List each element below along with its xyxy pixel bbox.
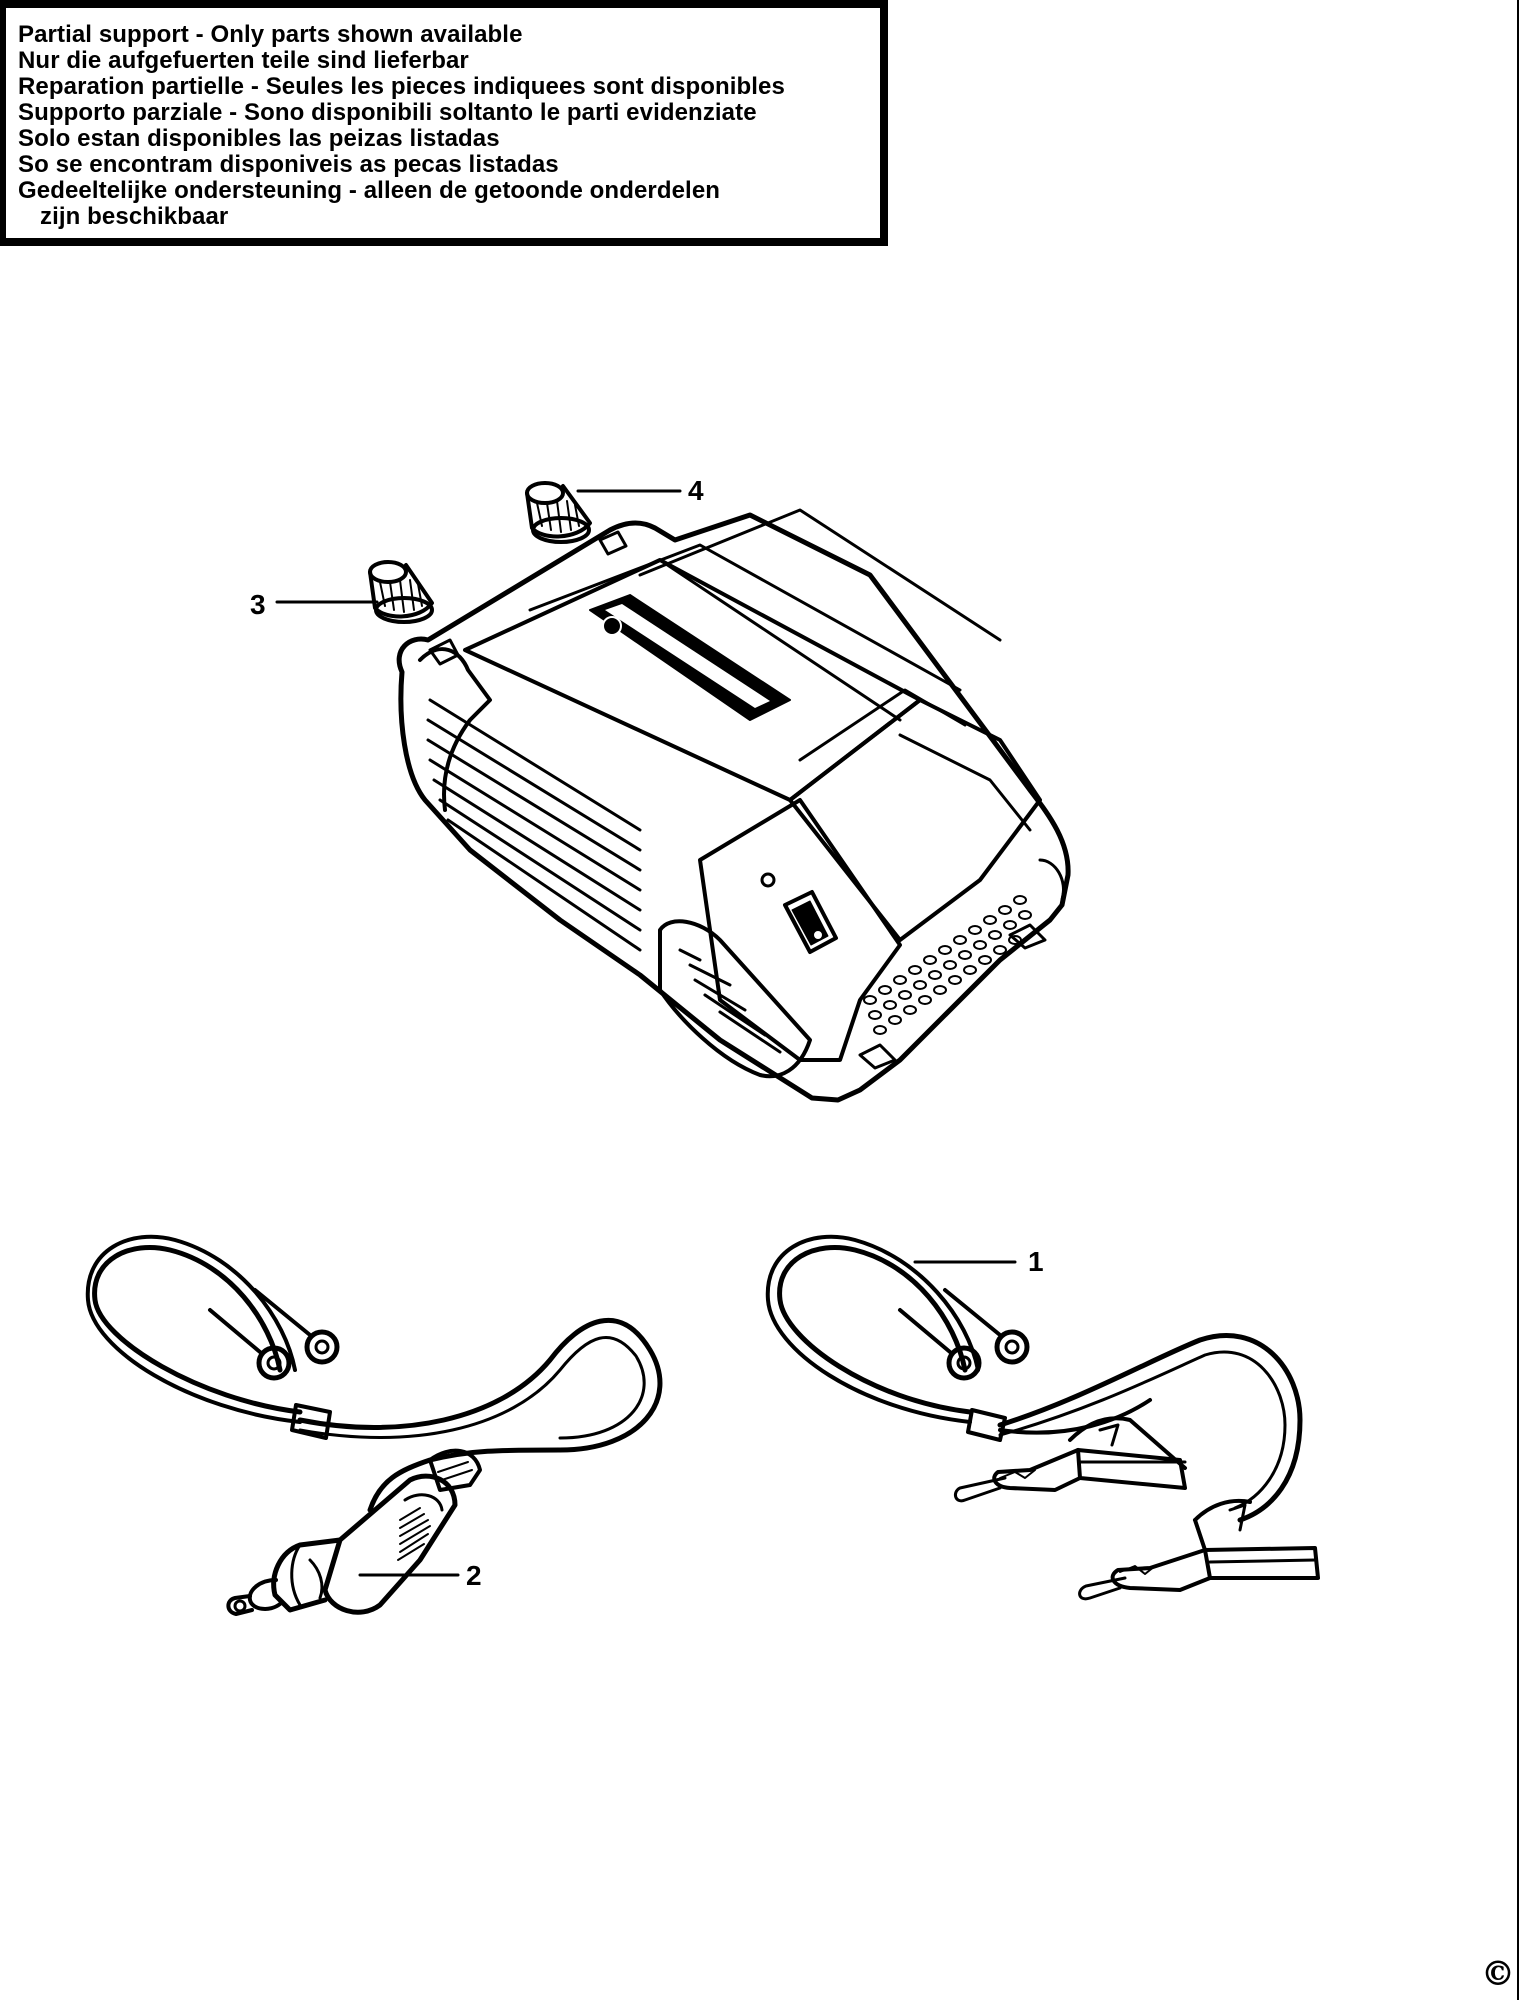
terminal-knob-part-3: [368, 560, 434, 624]
callout-number-3: 3: [250, 589, 266, 620]
notice-line-pt: So se encontram disponiveis as pecas lis…: [18, 151, 559, 178]
notice-line-nl: Gedeeltelijke ondersteuning - alleen de …: [18, 177, 721, 204]
lighter-plug-cable-part-2: [85, 1234, 663, 1616]
page-edge-line: [1517, 0, 1519, 2000]
notice-line-it: Supporto parziale - Sono disponibili sol…: [18, 99, 757, 126]
notice-line-fr: Reparation partielle - Seules les pieces…: [18, 73, 785, 100]
copyright-symbol: ©: [1481, 1954, 1515, 1994]
notice-line-en: Partial support - Only parts shown avail…: [18, 21, 523, 48]
power-inverter-body: [396, 508, 1071, 1103]
callout-number-1: 1: [1028, 1246, 1044, 1277]
notice-line-de: Nur die aufgefuerten teile sind lieferba…: [18, 47, 469, 74]
callout-number-2: 2: [466, 1560, 482, 1591]
notice-line-nl-cont: zijn beschikbaar: [40, 203, 229, 230]
terminal-knob-part-4: [525, 481, 592, 544]
callout-number-4: 4: [688, 475, 704, 506]
partial-support-notice: Partial support - Only parts shown avail…: [0, 0, 888, 246]
notice-line-es: Solo estan disponibles las peizas listad…: [18, 125, 500, 152]
battery-clamp-cable-part-1: [765, 1234, 1320, 1601]
